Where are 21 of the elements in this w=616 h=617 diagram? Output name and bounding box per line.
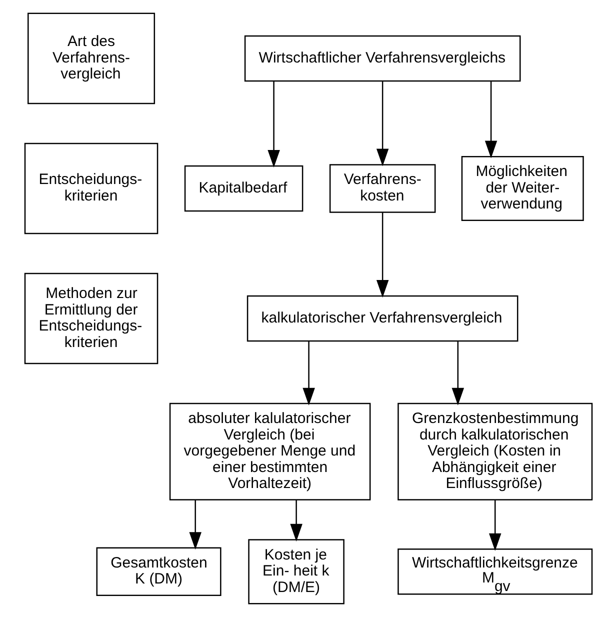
arrow [188, 500, 201, 550]
arrow [488, 500, 501, 551]
node-box: Gesamtkosten K (DM) [96, 547, 221, 596]
node-box: absoluter kalulatorischer Vergleich (bei vorgegebener Menge und einer bestimmten Vorhaltezeit) [168, 402, 370, 500]
node-box: Kosten je Ein- heit k (DM/E) [248, 539, 344, 604]
node-box: Verfahrens- kosten [328, 164, 436, 213]
node-box: Art des Verfahrens- vergleich [27, 12, 155, 104]
node-box: Methoden zur Ermittlung der Entscheidungs- kriterien [24, 272, 158, 364]
arrow [267, 81, 280, 168]
arrow [376, 81, 388, 166]
node-box: kalkulatorischer Verfahrensvergleich [246, 295, 518, 342]
arrow [484, 81, 497, 158]
node-box: Grenzkostenbestimmung durch kalkulatorischen Vergleich (Kosten in Abhängigkeit einer Einflussgröße) [397, 402, 592, 500]
node-box: Kapitalbedarf [184, 165, 303, 212]
node-box: Entscheidungs- kriterien [24, 142, 158, 234]
node-box: Wirtschaftlicher Verfahrensvergleichs [244, 35, 520, 82]
node-box: Möglichkeiten der Weiter- verwendung [460, 156, 584, 221]
arrow [290, 500, 302, 542]
arrow [376, 212, 388, 298]
arrow [302, 341, 314, 406]
arrow [451, 341, 464, 406]
